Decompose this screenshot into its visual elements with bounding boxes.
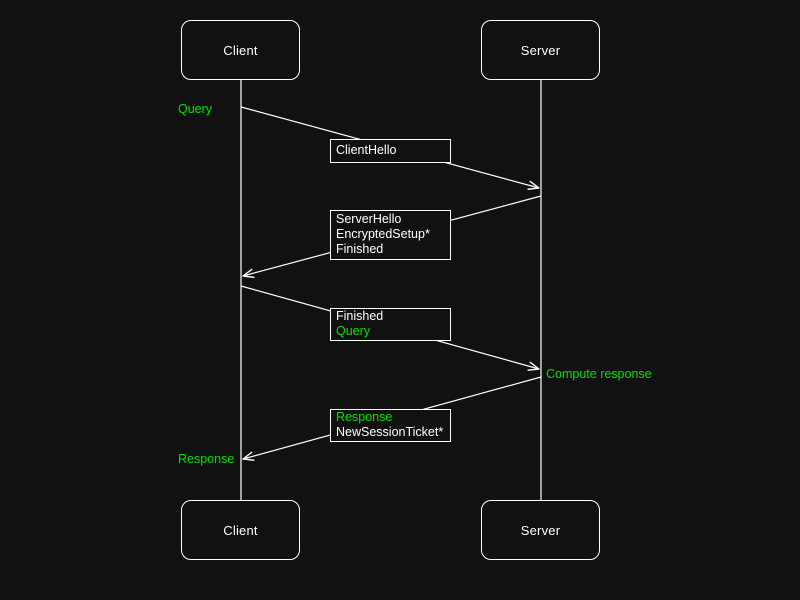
lifelines-group [240, 80, 542, 500]
actor-label: Client [223, 522, 258, 538]
message-line: EncryptedSetup* [336, 227, 430, 241]
message-line: NewSessionTicket* [336, 425, 444, 439]
actor-label: Server [520, 522, 561, 538]
annotation-query: Query [178, 102, 213, 116]
arrow-client-hello-head [527, 180, 540, 190]
arrow-finished-query-head [527, 361, 540, 371]
actor-label: Client [223, 42, 258, 58]
annotation-compute-response: Compute response [546, 367, 652, 381]
arrow-response-ticket-head [242, 451, 255, 461]
actor-box-server-bottom[interactable]: Server [481, 500, 600, 560]
message-box-client-hello[interactable]: ClientHello [330, 139, 451, 163]
actor-box-client-top[interactable]: Client [181, 20, 300, 80]
actor-label: Server [520, 42, 561, 58]
arrow-server-hello-head [242, 268, 255, 278]
actor-box-server-top[interactable]: Server [481, 20, 600, 80]
message-box-finished-query[interactable]: Finished Query [330, 308, 451, 341]
message-box-response-ticket[interactable]: Response NewSessionTicket* [330, 409, 451, 442]
message-line-application-data: Query [336, 324, 371, 338]
annotation-response: Response [178, 452, 235, 466]
message-line-application-data: Response [336, 410, 393, 424]
message-line: ClientHello [336, 143, 397, 157]
message-line: Finished [336, 309, 384, 323]
message-line: Finished [336, 242, 384, 256]
message-box-server-hello[interactable]: ServerHello EncryptedSetup* Finished [330, 210, 451, 260]
message-line: ServerHello [336, 212, 402, 226]
actor-box-client-bottom[interactable]: Client [181, 500, 300, 560]
